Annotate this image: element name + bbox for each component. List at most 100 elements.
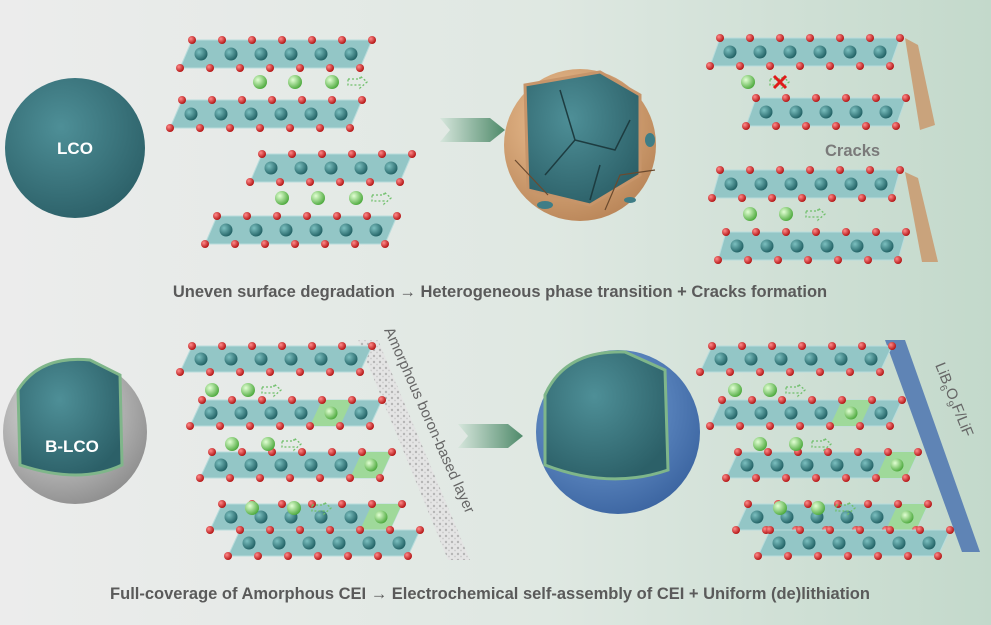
co-atom — [844, 177, 858, 191]
coo2-layer — [204, 215, 398, 245]
o-atom — [378, 150, 386, 158]
o-atom — [804, 256, 812, 264]
o-atom — [246, 178, 254, 186]
co-atom — [344, 47, 358, 61]
li-atom — [311, 191, 325, 205]
o-atom — [346, 124, 354, 132]
co-atom — [800, 458, 814, 472]
co-atom — [334, 107, 348, 121]
co-atom — [819, 105, 833, 119]
o-atom — [738, 342, 746, 350]
o-atom — [216, 422, 224, 430]
o-atom — [408, 150, 416, 158]
o-atom — [213, 212, 221, 220]
o-atom — [206, 368, 214, 376]
o-atom — [416, 526, 424, 534]
top-caption: Uneven surface degradation → Heterogeneo… — [173, 283, 827, 301]
o-atom — [736, 422, 744, 430]
o-atom — [696, 368, 704, 376]
co-atom — [744, 352, 758, 366]
o-atom — [746, 166, 754, 174]
o-atom — [338, 500, 346, 508]
li-atom — [844, 406, 858, 420]
o-atom — [862, 122, 870, 130]
o-atom — [814, 552, 822, 560]
coo2-layer — [717, 231, 907, 261]
o-atom — [752, 228, 760, 236]
coo2-layer — [227, 529, 421, 557]
o-atom — [256, 124, 264, 132]
o-atom — [808, 396, 816, 404]
o-atom — [238, 96, 246, 104]
o-atom — [802, 122, 810, 130]
o-atom — [804, 500, 812, 508]
co-atom — [204, 406, 218, 420]
co-atom — [214, 107, 228, 121]
o-atom — [844, 552, 852, 560]
o-atom — [308, 36, 316, 44]
o-atom — [766, 526, 774, 534]
li-atom — [241, 383, 255, 397]
o-atom — [812, 94, 820, 102]
o-atom — [243, 212, 251, 220]
o-atom — [732, 526, 740, 534]
o-atom — [772, 122, 780, 130]
o-atom — [856, 62, 864, 70]
o-atom — [904, 552, 912, 560]
li-diffusion-arrow-icon — [281, 436, 302, 452]
o-atom — [806, 166, 814, 174]
li-atom — [288, 75, 302, 89]
o-atom — [806, 34, 814, 42]
co-atom — [772, 536, 786, 550]
co-atom — [849, 105, 863, 119]
co-atom — [750, 510, 764, 524]
o-atom — [176, 64, 184, 72]
co-atom — [279, 223, 293, 237]
co-atom — [770, 458, 784, 472]
o-atom — [812, 228, 820, 236]
li-atom — [205, 383, 219, 397]
co-atom — [850, 239, 864, 253]
o-atom — [188, 36, 196, 44]
coo2-layer — [757, 529, 951, 557]
o-atom — [722, 228, 730, 236]
o-atom — [398, 500, 406, 508]
o-atom — [258, 396, 266, 404]
co-atom — [309, 223, 323, 237]
o-atom — [798, 194, 806, 202]
o-atom — [386, 526, 394, 534]
o-atom — [376, 474, 384, 482]
coo2-layer — [179, 345, 373, 373]
co-atom — [832, 536, 846, 550]
o-atom — [356, 368, 364, 376]
o-atom — [734, 448, 742, 456]
o-atom — [288, 150, 296, 158]
co-atom — [314, 352, 328, 366]
li-atom — [753, 437, 767, 451]
o-atom — [892, 122, 900, 130]
o-atom — [238, 448, 246, 456]
o-atom — [706, 62, 714, 70]
o-atom — [796, 526, 804, 534]
lco-particle — [5, 78, 145, 218]
co-atom — [774, 352, 788, 366]
li-atom — [287, 501, 301, 515]
co-atom — [354, 161, 368, 175]
crack-fragment — [905, 172, 938, 262]
o-atom — [208, 96, 216, 104]
li-atom — [253, 75, 267, 89]
o-atom — [358, 96, 366, 104]
o-atom — [766, 62, 774, 70]
coo2-layer — [709, 37, 901, 67]
o-atom — [782, 474, 790, 482]
li-diffusion-arrow-icon — [835, 500, 856, 516]
co-atom — [879, 105, 893, 119]
o-atom — [338, 36, 346, 44]
co-atom — [214, 458, 228, 472]
co-atom — [219, 223, 233, 237]
co-atom — [783, 45, 797, 59]
o-atom — [333, 212, 341, 220]
co-atom — [184, 107, 198, 121]
o-atom — [388, 448, 396, 456]
o-atom — [298, 448, 306, 456]
